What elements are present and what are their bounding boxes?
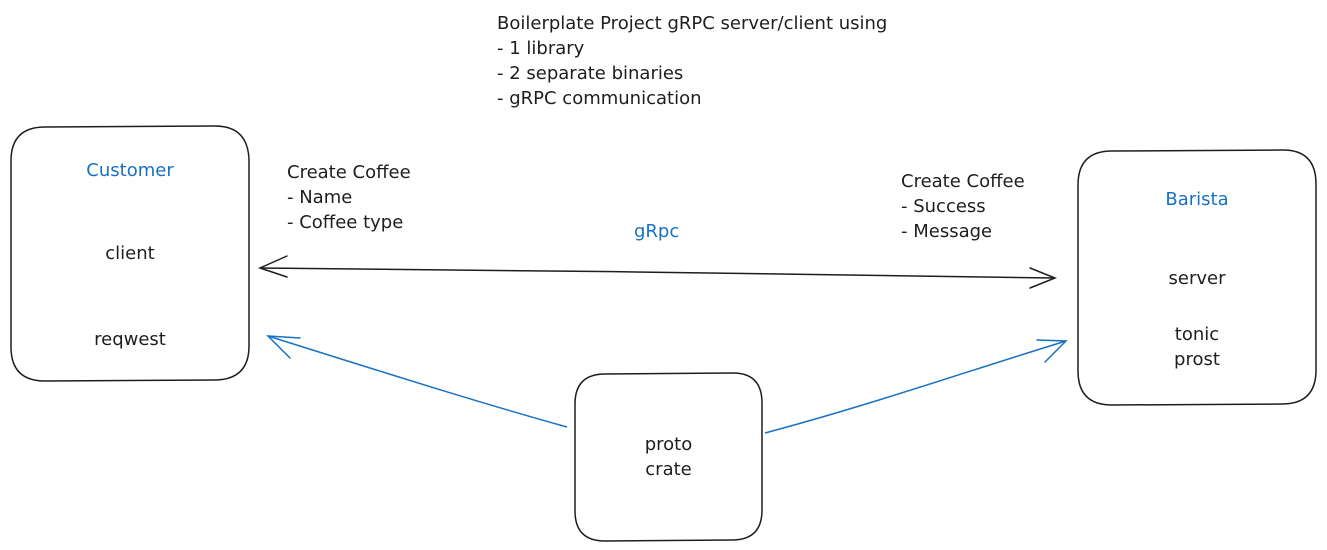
request-note: Create Coffee - Name - Coffee type (287, 160, 411, 235)
header-note: Boilerplate Project gRPC server/client u… (497, 11, 887, 111)
barista-library-tonic: tonic (1174, 324, 1220, 345)
barista-box (1077, 149, 1317, 406)
barista-role: server (1168, 268, 1226, 289)
proto-label-line-1: proto (644, 434, 693, 455)
grpc-arrow-head-left (257, 255, 288, 278)
proto-to-barista-arrow (764, 340, 1067, 434)
grpc-arrow-head-right (1029, 267, 1058, 289)
proto-to-barista-arrowhead (1036, 339, 1068, 363)
request-note-field: - Name (287, 187, 353, 208)
proto-to-customer-arrow (267, 335, 568, 428)
customer-role: client (105, 243, 155, 264)
proto-to-customer-arrowhead (266, 335, 301, 359)
customer-title: Customer (86, 160, 174, 181)
header-bullet: - gRPC communication (497, 88, 702, 109)
request-note-title: Create Coffee (287, 162, 411, 183)
response-note-title: Create Coffee (901, 171, 1025, 192)
request-note-field: - Coffee type (287, 212, 404, 233)
header-bullet: - 2 separate binaries (497, 63, 684, 84)
response-note: Create Coffee - Success - Message (901, 169, 1025, 244)
barista-library-prost: prost (1174, 349, 1220, 370)
customer-box (10, 125, 250, 382)
customer-library: reqwest (94, 329, 166, 350)
header-bullet: - 1 library (497, 38, 585, 59)
response-note-field: - Message (901, 221, 993, 242)
proto-box (574, 372, 763, 542)
header-title: Boilerplate Project gRPC server/client u… (497, 13, 888, 34)
barista-title: Barista (1165, 189, 1229, 210)
proto-label-line-2: crate (645, 459, 692, 480)
grpc-arrow-line (259, 267, 1056, 279)
grpc-label: gRpc (634, 221, 680, 242)
response-note-field: - Success (901, 196, 986, 217)
